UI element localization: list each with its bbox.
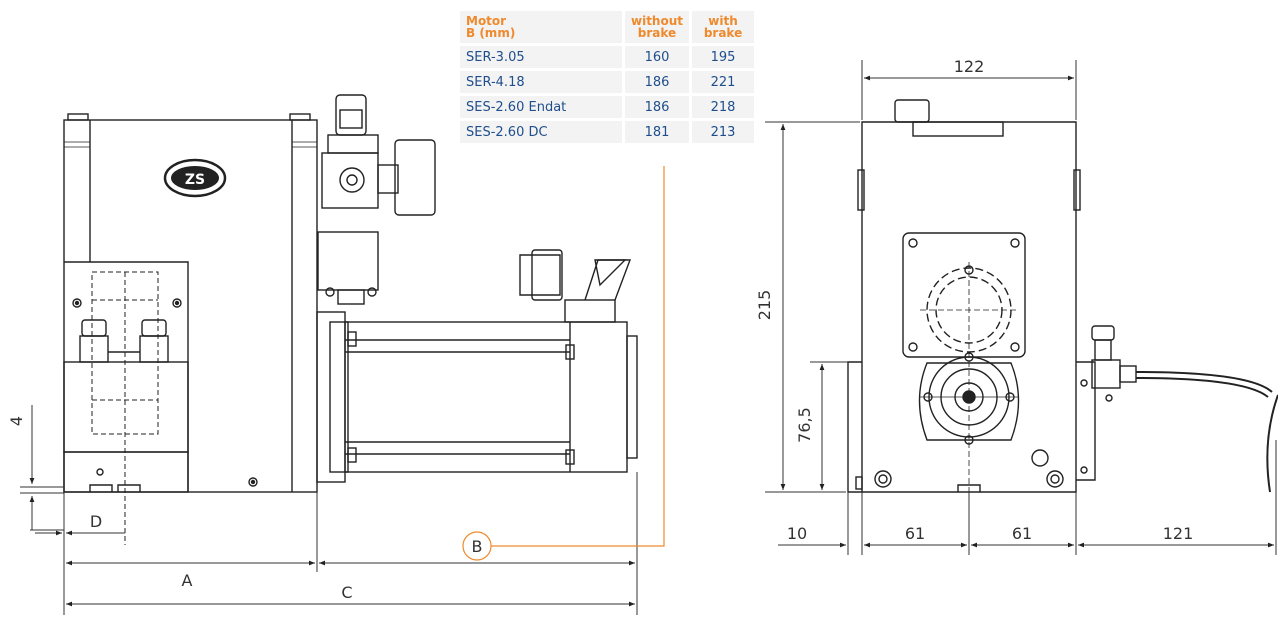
side-view: ZS [63,94,638,545]
dim-10-label: 10 [787,524,807,543]
table-row: SER-4.18 186 221 [460,71,758,93]
table-row: SER-3.05 160 195 [460,46,758,68]
cell-motor: SES-2.60 DC [460,121,625,143]
table-header-row: Motor B (mm) without brake with brake [460,11,758,43]
cell-with: 213 [692,121,758,143]
cell-without: 186 [625,96,693,118]
dim-d-label: D [90,512,102,531]
motor-dimension-table: Motor B (mm) without brake with brake SE… [460,8,758,146]
dim-215-label: 215 [755,290,774,321]
dim-61-left-label: 61 [905,524,925,543]
cell-with: 218 [692,96,758,118]
logo-text: ZS [185,172,205,188]
dim-c-label: C [341,583,352,602]
header-with-brake: with brake [692,11,758,43]
table-row: SES-2.60 Endat 186 218 [460,96,758,118]
dim-121-label: 121 [1163,524,1194,543]
cell-with: 221 [692,71,758,93]
dim-61-right-label: 61 [1012,524,1032,543]
table-row: SES-2.60 DC 181 213 [460,121,758,143]
cell-with: 195 [692,46,758,68]
cell-motor: SER-3.05 [460,46,625,68]
front-view [847,99,1278,520]
cell-without: 181 [625,121,693,143]
dim-122-label: 122 [954,57,985,76]
cell-motor: SER-4.18 [460,71,625,93]
front-view-dimensions [765,60,1277,555]
motor-body [316,249,638,483]
pressure-regulator [317,94,436,305]
zs-logo-icon [163,158,227,198]
dim-a-label: A [182,571,193,590]
dim-76-5-label: 76,5 [795,407,814,443]
dim-4-label: 4 [7,416,26,426]
housing-outline [63,119,318,493]
side-view-dimensions [20,166,665,615]
cell-motor: SES-2.60 Endat [460,96,625,118]
header-without-brake: without brake [625,11,693,43]
cell-without: 186 [625,71,693,93]
header-motor: Motor B (mm) [460,11,625,43]
cell-without: 160 [625,46,693,68]
dim-b-label: B [472,537,483,556]
